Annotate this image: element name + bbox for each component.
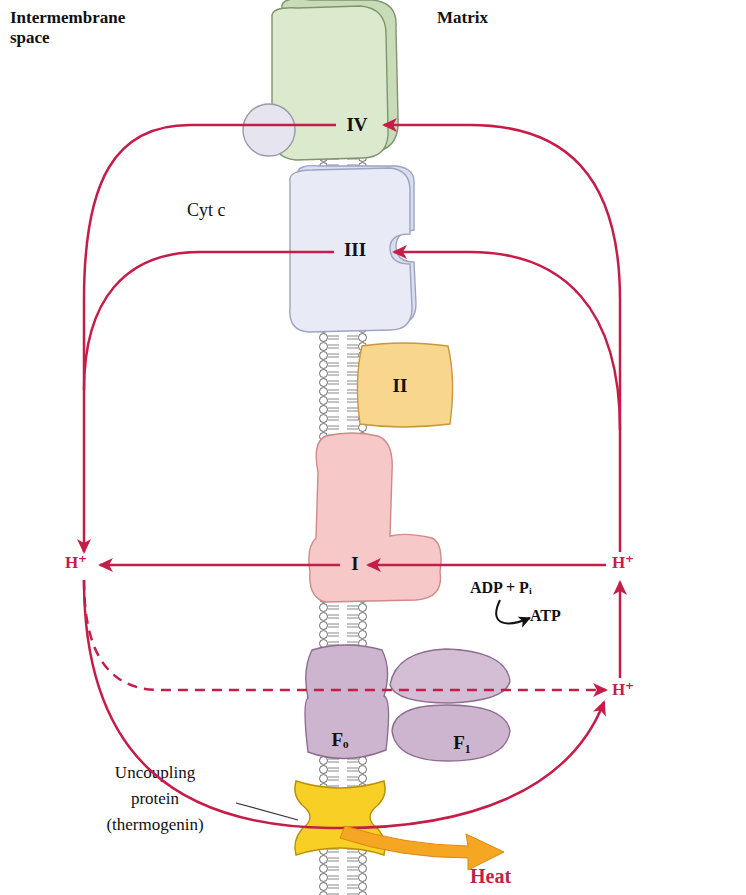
proton-pump-arrow — [84, 252, 334, 390]
node-shape — [305, 645, 389, 759]
proton-label: H⁺ — [598, 680, 648, 700]
complex-iii: III — [278, 168, 414, 334]
proton-pump-arrow — [368, 564, 606, 567]
cytochrome-c: Cyt c — [243, 104, 295, 156]
complex-i: I — [306, 432, 444, 602]
heat-label: Heat — [470, 864, 550, 888]
node-outline — [290, 775, 390, 860]
region-label: Intermembrane space — [10, 8, 150, 49]
proton-pump-arrow — [84, 125, 336, 552]
proton-return-arrow — [619, 582, 622, 678]
atp-synthase-fo: Fₒ — [302, 640, 390, 765]
complex-label: IV — [327, 114, 387, 137]
atp-synthesis-arrow — [496, 600, 530, 623]
node-shape — [295, 781, 385, 855]
heat-arrow — [340, 826, 504, 870]
leader-line — [236, 803, 298, 820]
proton-label: H⁺ — [51, 553, 101, 573]
complex-label: I — [325, 553, 385, 576]
proton-label: H⁺ — [598, 553, 648, 573]
atp-synthase-proton-arrow — [84, 580, 606, 690]
subunit-label: F₁ — [432, 732, 492, 755]
node-outline — [306, 432, 444, 602]
region-label: Matrix — [437, 8, 527, 28]
complex-label: II — [370, 375, 430, 398]
uncoupling-protein: Uncoupling protein (thermogenin) — [290, 775, 390, 860]
complex-ii: II — [352, 340, 457, 430]
protein-label: Uncoupling protein (thermogenin) — [95, 760, 215, 838]
atp-synthase-f1: F₁ — [386, 645, 514, 765]
node-shape — [290, 168, 412, 332]
uncoupled-proton-arrow — [84, 580, 604, 828]
complex-label: III — [325, 239, 385, 262]
proton-pump-arrow — [100, 564, 340, 567]
node-shape — [392, 705, 510, 761]
reactant-label: ADP + Pᵢ — [470, 578, 570, 597]
proton-pump-arrow — [394, 252, 620, 430]
proton-pump-arrow — [384, 125, 620, 552]
node-shape — [309, 433, 441, 602]
subunit-label: Fₒ — [310, 729, 370, 752]
node-shape — [390, 649, 510, 703]
node-outline — [243, 104, 295, 156]
node-shape — [243, 104, 295, 156]
proton-flow-arrows — [84, 125, 620, 828]
protein-label: Cyt c — [187, 200, 257, 222]
node-shape — [357, 343, 452, 427]
node-outline — [386, 645, 514, 765]
product-label: ATP — [530, 606, 590, 625]
